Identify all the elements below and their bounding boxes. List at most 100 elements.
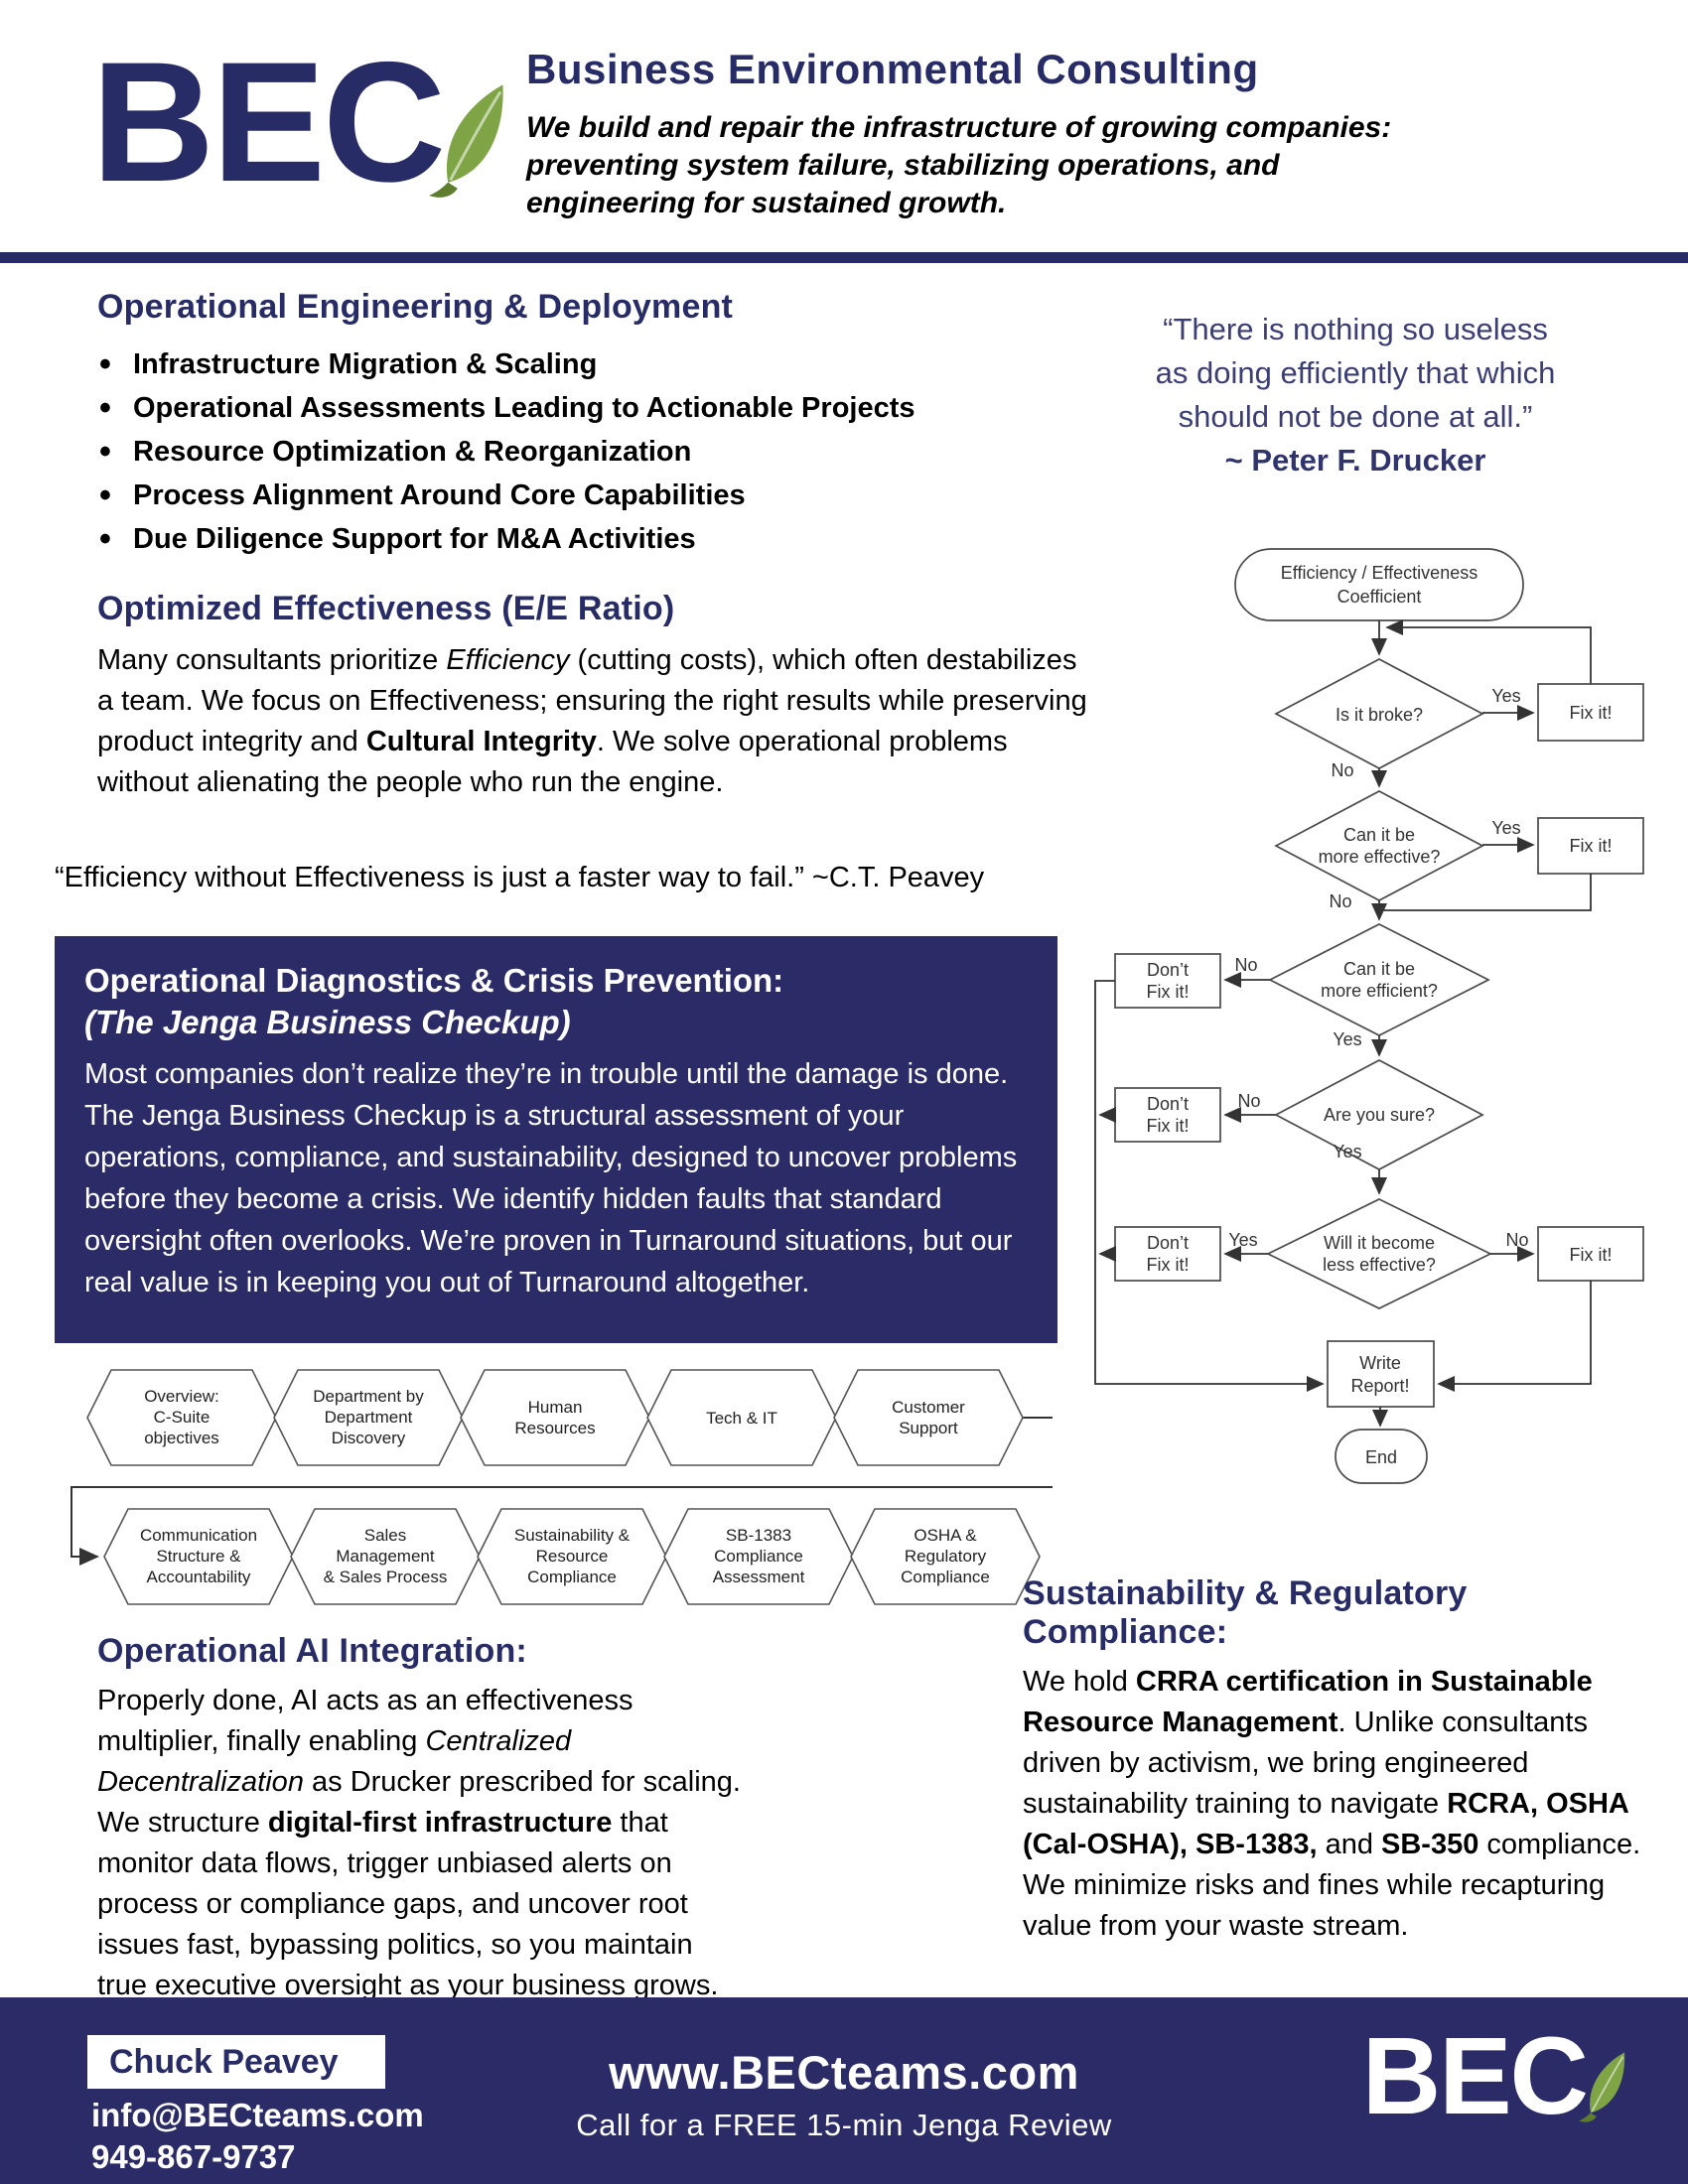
process-step-shape: [290, 1508, 481, 1605]
process-step-label: Sales: [364, 1526, 407, 1545]
flow-decision-label: Are you sure?: [1324, 1105, 1435, 1125]
flow-branch-label: Yes: [1491, 686, 1520, 706]
flow-box-label: Fix it!: [1570, 836, 1613, 856]
jenga-process-diagram: Overview: C-Suite objectives Department …: [70, 1369, 1053, 1605]
flow-box-label: Fix it!: [1147, 1255, 1190, 1275]
flow-decision-shape: [1268, 923, 1490, 1036]
flow-decision-label: less effective?: [1323, 1255, 1436, 1275]
text-run: (cutting costs), which often destabilize…: [97, 644, 1087, 757]
header: Business Environmental Consulting We bui…: [526, 46, 1658, 222]
flow-node-label: Efficiency / Effectiveness: [1281, 563, 1477, 583]
section-body: We hold CRRA certification in Sustainabl…: [1023, 1662, 1643, 1947]
process-step-label: Discovery: [332, 1429, 406, 1447]
flow-decision-label: Is it broke?: [1336, 705, 1423, 725]
flow-node-label: End: [1365, 1447, 1397, 1467]
flow-fix-box: [1537, 817, 1644, 875]
process-step-label: Tech & IT: [706, 1409, 777, 1428]
section-body: Most companies don’t realize they’re in …: [84, 1058, 1018, 1298]
flow-end-node: [1335, 1429, 1428, 1484]
list-item: Resource Optimization & Reorganization: [97, 430, 1100, 474]
text-run: . Unlike consultants driven by activism,…: [1023, 1706, 1588, 1820]
process-step-shape: [273, 1369, 464, 1466]
process-step-shape: [663, 1508, 854, 1605]
header-divider: [0, 252, 1688, 263]
flow-dont-fix-box: [1114, 1087, 1221, 1143]
footer-center: www.BECteams.com Call for a FREE 15-min …: [477, 1997, 1211, 2184]
text-run: Efficiency: [446, 644, 570, 676]
bec-logo-text: BEC: [91, 27, 446, 217]
page-title: Business Environmental Consulting: [526, 46, 1259, 92]
section-operational-engineering: Operational Engineering & Deployment Inf…: [97, 288, 1100, 561]
section-sustainability: Sustainability & Regulatory Compliance: …: [1023, 1574, 1643, 1947]
process-step-shape: [850, 1508, 1041, 1605]
process-step-label: Support: [899, 1419, 958, 1437]
flow-branch-label: Yes: [1333, 1142, 1361, 1161]
flow-decision-shape: [1274, 790, 1484, 901]
bullet-list: Infrastructure Migration & Scaling Opera…: [97, 342, 1100, 561]
process-step-label: & Sales Process: [324, 1568, 448, 1586]
flow-box-label: Don’t: [1147, 960, 1189, 980]
footer-cta: Call for a FREE 15-min Jenga Review: [576, 2108, 1112, 2142]
process-step-label: Department: [325, 1408, 413, 1427]
section-heading: Operational AI Integration:: [97, 1632, 527, 1670]
flow-box-label: Don’t: [1147, 1094, 1189, 1114]
process-step-shape: [103, 1508, 294, 1605]
section-heading: Operational Diagnostics & Crisis Prevent…: [84, 962, 784, 999]
text-run: compliance. We minimize risks and fines …: [1023, 1829, 1641, 1942]
list-item: Operational Assessments Leading to Actio…: [97, 386, 1100, 430]
process-step-label: Human: [528, 1398, 583, 1417]
flow-box-label: Fix it!: [1147, 982, 1190, 1002]
process-step-label: Compliance: [527, 1568, 617, 1586]
jenga-checkup-box: Operational Diagnostics & Crisis Prevent…: [55, 936, 1057, 1343]
process-step-label: objectives: [144, 1429, 219, 1447]
flow-box-label: Write: [1359, 1353, 1401, 1373]
section-heading: Operational Engineering & Deployment: [97, 288, 734, 326]
flow-branch-label: No: [1331, 760, 1353, 780]
flow-branch-label: Yes: [1491, 818, 1520, 838]
list-item: Process Alignment Around Core Capabiliti…: [97, 474, 1100, 517]
process-step-shape: [477, 1508, 667, 1605]
flow-box-label: Report!: [1350, 1376, 1409, 1396]
section-optimized-effectiveness: Optimized Effectiveness (E/E Ratio) Many…: [97, 590, 1090, 803]
flow-decision-shape: [1266, 1198, 1492, 1309]
flow-report-box: [1327, 1340, 1435, 1408]
flow-box-label: Fix it!: [1570, 703, 1613, 723]
section-ai-integration: Operational AI Integration: Properly don…: [97, 1632, 748, 2006]
process-step-label: Communication: [140, 1526, 257, 1545]
process-step-shape: [86, 1369, 277, 1466]
list-item: Due Diligence Support for M&A Activities: [97, 517, 1100, 561]
quote-line: as doing efficiently that which: [1155, 355, 1556, 390]
process-step-shape: [646, 1369, 837, 1466]
section-heading: Optimized Effectiveness (E/E Ratio): [97, 590, 675, 627]
flow-decision-label: more effective?: [1319, 847, 1441, 867]
text-run: Cultural Integrity: [365, 726, 597, 757]
flow-box-label: Fix it!: [1570, 1245, 1613, 1265]
flow-decision-label: Will it become: [1324, 1233, 1435, 1253]
leaf-icon: [1579, 2051, 1625, 2122]
flow-dont-fix-box: [1114, 1226, 1221, 1282]
flow-feedback-line: [1437, 1281, 1592, 1393]
contact-email: info@BECteams.com: [91, 2097, 424, 2133]
process-step-label: Accountability: [147, 1568, 251, 1586]
flow-decision-label: Can it be: [1343, 825, 1415, 845]
contact-name: Chuck Peavey: [109, 2042, 339, 2081]
process-step-label: Compliance: [901, 1568, 990, 1586]
text-run: as Drucker prescribed for scaling. We st…: [97, 1766, 741, 1839]
section-body: Many consultants prioritize Efficiency (…: [97, 640, 1090, 803]
drucker-quote: “There is nothing so useless as doing ef…: [1064, 308, 1646, 482]
flow-dont-fix-box: [1114, 953, 1221, 1009]
process-step-label: Structure &: [156, 1547, 241, 1566]
peavey-quote: “Efficiency without Effectiveness is jus…: [55, 862, 985, 893]
footer-bec-logo: BEC: [1362, 2022, 1630, 2130]
text-run: Properly done, AI acts as an effectivene…: [97, 1685, 633, 1757]
flow-branch-label: No: [1234, 955, 1257, 975]
flow-feedback-line: [1385, 618, 1592, 684]
flow-branch-label: No: [1237, 1091, 1260, 1111]
text-run: Many consultants prioritize: [97, 644, 447, 676]
text-run: RCRA, OSHA (Cal-OSHA), SB-1383,: [1023, 1788, 1628, 1860]
section-subheading: (The Jenga Business Checkup): [84, 1004, 571, 1040]
process-step-label: C-Suite: [154, 1408, 211, 1427]
process-step-shape: [833, 1369, 1024, 1466]
process-step-label: Resources: [514, 1419, 595, 1437]
